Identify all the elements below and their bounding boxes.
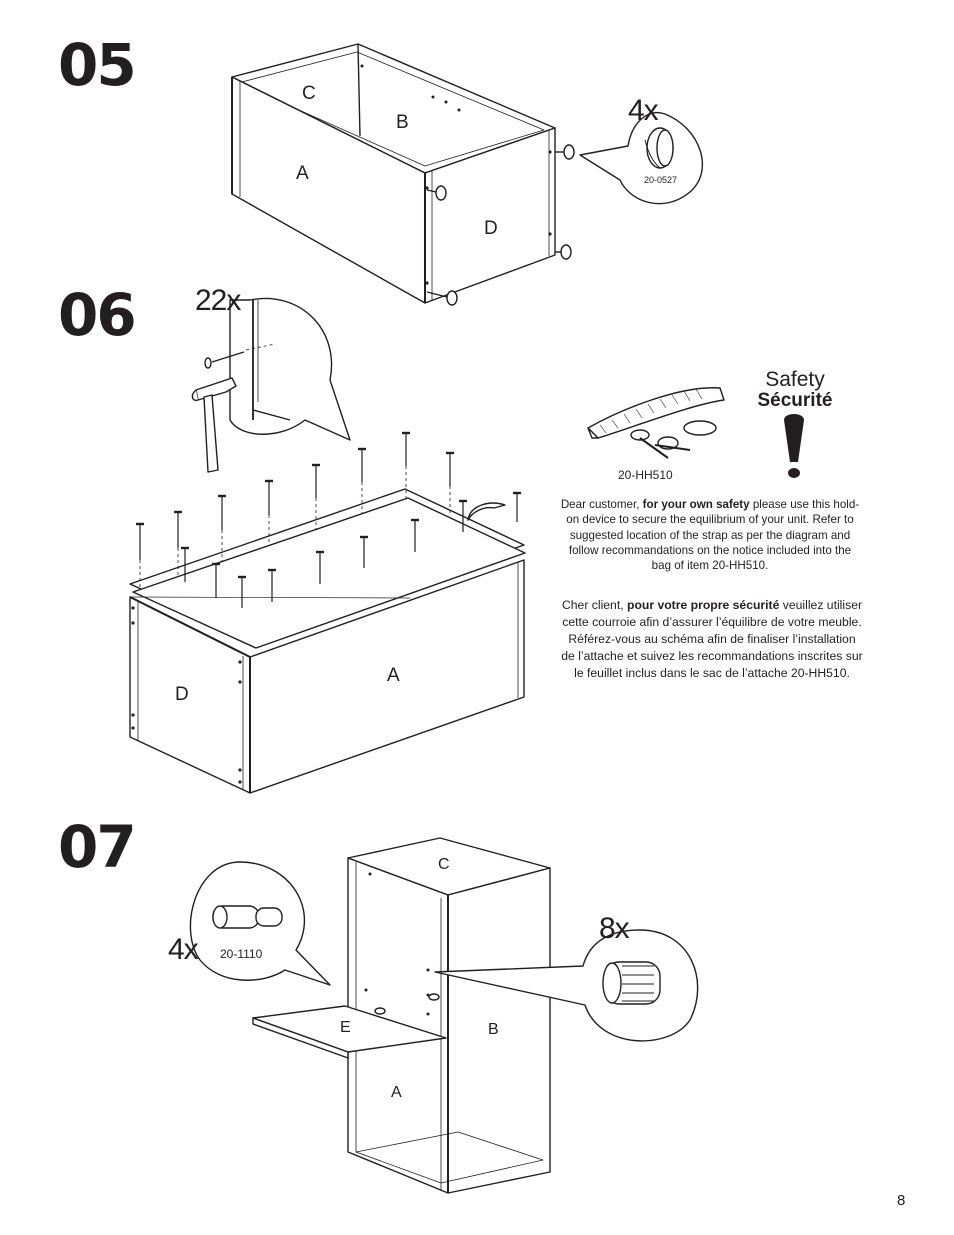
hardware-code: 20-1110 — [220, 947, 263, 961]
step06-cabinet-drawing — [129, 297, 526, 794]
notice-emphasis: for your own safety — [642, 498, 750, 511]
step-number-07: 07 — [58, 813, 137, 881]
strap-code: 20-HH510 — [618, 468, 673, 482]
part-label-d: D — [175, 684, 189, 705]
hardware-quantity: 8x — [599, 912, 630, 945]
part-label-c: C — [302, 83, 316, 104]
hardware-quantity: 4x — [168, 933, 199, 966]
exclamation-icon — [784, 414, 804, 478]
hardware-quantity: 4x — [628, 94, 659, 127]
notice-greeting: Cher client, — [561, 598, 627, 612]
safety-title-en: Safety — [765, 368, 825, 391]
part-label-e: E — [340, 1019, 351, 1036]
safety-notice-english: Dear customer, for your own safety pleas… — [560, 497, 860, 573]
part-label-b: B — [488, 1021, 499, 1038]
step-number-06: 06 — [58, 281, 137, 349]
part-label-c: C — [438, 856, 450, 873]
hammer-drawing — [191, 377, 237, 473]
part-label-b: B — [396, 112, 409, 133]
step-number-05: 05 — [58, 31, 137, 99]
hardware-code: 20-0527 — [644, 175, 678, 185]
page-number: 8 — [897, 1192, 906, 1209]
notice-emphasis: pour votre propre sécurité — [627, 598, 780, 612]
notice-greeting: Dear customer, — [560, 498, 643, 511]
part-label-a: A — [391, 1084, 402, 1101]
safety-title-fr: Sécurité — [757, 390, 833, 412]
part-label-a: A — [296, 163, 309, 184]
safety-strap-drawing — [587, 387, 725, 459]
safety-title: Safety Sécurité — [730, 368, 860, 412]
step07-cabinet-drawing — [189, 837, 699, 1194]
notice-body: please use this hold-on device to secure… — [566, 498, 860, 573]
hardware-quantity: 22x — [195, 284, 241, 317]
part-label-a: A — [387, 665, 400, 686]
part-label-d: D — [484, 218, 498, 239]
notice-body: veuillez utiliser cette courroie afin d’… — [561, 598, 863, 680]
safety-notice-french: Cher client, pour votre propre sécurité … — [560, 597, 864, 682]
step05-cabinet-drawing — [231, 43, 704, 306]
